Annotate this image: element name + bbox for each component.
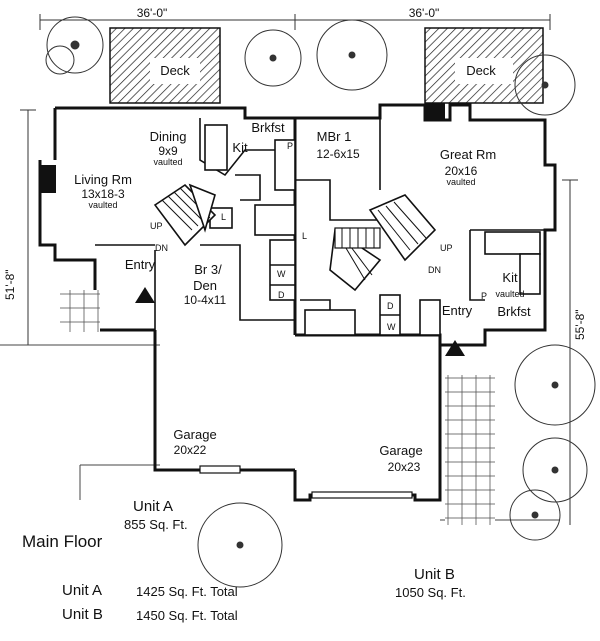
unit-a-brkfst-label: Brkfst — [251, 120, 285, 135]
dim-left: 51'-8" — [3, 269, 17, 300]
unit-a-dining-label: Dining — [149, 129, 187, 144]
unit-a-kit-label: Kit — [232, 140, 248, 155]
unit-b-area: 1050 Sq. Ft. — [395, 585, 466, 600]
unit-a-stairs-up: UP — [150, 221, 163, 231]
unit-b-great-note: vaulted — [446, 177, 476, 187]
total-unit-b-name: Unit B — [62, 606, 103, 623]
walk-b — [445, 375, 495, 525]
unit-b-entry-label: Entry — [441, 303, 473, 318]
unit-a-deck-label: Deck — [160, 63, 190, 78]
unit-a-dining-note: vaulted — [153, 157, 183, 167]
unit-a-living-note: vaulted — [88, 200, 118, 210]
fireplace-b — [425, 103, 445, 121]
unit-b-washer: W — [387, 322, 396, 332]
landscape-trees — [45, 16, 596, 588]
unit-a-area: 855 Sq. Ft. — [124, 517, 188, 532]
dimension-lines — [20, 14, 578, 525]
unit-a-entry-label: Entry — [124, 257, 156, 272]
interior-walls — [95, 118, 545, 336]
unit-b-brkfst-label: Brkfst — [497, 304, 531, 319]
unit-a-washer: W — [277, 269, 286, 279]
entry-marker-b — [445, 340, 465, 356]
unit-a-dining-size: 9x9 — [158, 144, 178, 158]
unit-b-great-label: Great Rm — [439, 147, 497, 162]
unit-b-deck-label: Deck — [466, 63, 496, 78]
unit-a-dryer: D — [278, 290, 285, 300]
total-unit-a-value: 1425 Sq. Ft. Total — [136, 584, 238, 599]
unit-b-stairs-dn: DN — [428, 265, 441, 275]
dim-top-right: 36'-0" — [408, 6, 440, 20]
unit-a-bedroom-label: Br 3/ — [194, 262, 222, 277]
unit-a-living-size: 13x18-3 — [81, 187, 125, 201]
unit-b-pantry: P — [481, 291, 488, 301]
unit-b-stairs-up: UP — [440, 243, 453, 253]
unit-a-bedroom-label-2: Den — [193, 278, 217, 293]
unit-b-mbr-label: MBr 1 — [316, 129, 352, 144]
unit-b-kit-note: vaulted — [495, 289, 525, 299]
unit-b-garage-label: Garage — [379, 443, 423, 458]
garage-openings — [199, 465, 413, 499]
unit-a-pantry: P — [287, 141, 294, 151]
unit-b-dryer: D — [387, 301, 394, 311]
fireplace-a — [40, 165, 56, 193]
unit-b-mbr-size: 12-6x15 — [316, 147, 360, 161]
unit-a-living-label: Living Rm — [74, 172, 132, 187]
unit-a-bedroom-size: 10-4x11 — [183, 293, 227, 307]
dim-right: 55'-8" — [573, 309, 587, 340]
unit-b-great-size: 20x16 — [444, 164, 478, 178]
unit-a-garage-label: Garage — [173, 427, 217, 442]
unit-a-stairs-dn: DN — [155, 243, 168, 253]
unit-b-kit-label: Kit — [502, 270, 518, 285]
unit-a-closet: L — [221, 212, 227, 222]
unit-a-garage-size: 20x22 — [173, 443, 207, 457]
total-unit-a-name: Unit A — [62, 582, 103, 599]
stairs — [153, 183, 437, 292]
total-unit-b-value: 1450 Sq. Ft. Total — [136, 608, 238, 623]
main-floor-title: Main Floor — [22, 532, 103, 551]
unit-b-garage-size: 20x23 — [387, 460, 421, 474]
unit-b-closet: L — [302, 231, 308, 241]
entry-marker-a — [135, 287, 155, 303]
unit-b-title: Unit B — [414, 566, 455, 583]
dim-top-left: 36'-0" — [136, 6, 168, 20]
unit-a-title: Unit A — [133, 498, 174, 515]
walk-a — [60, 290, 100, 332]
